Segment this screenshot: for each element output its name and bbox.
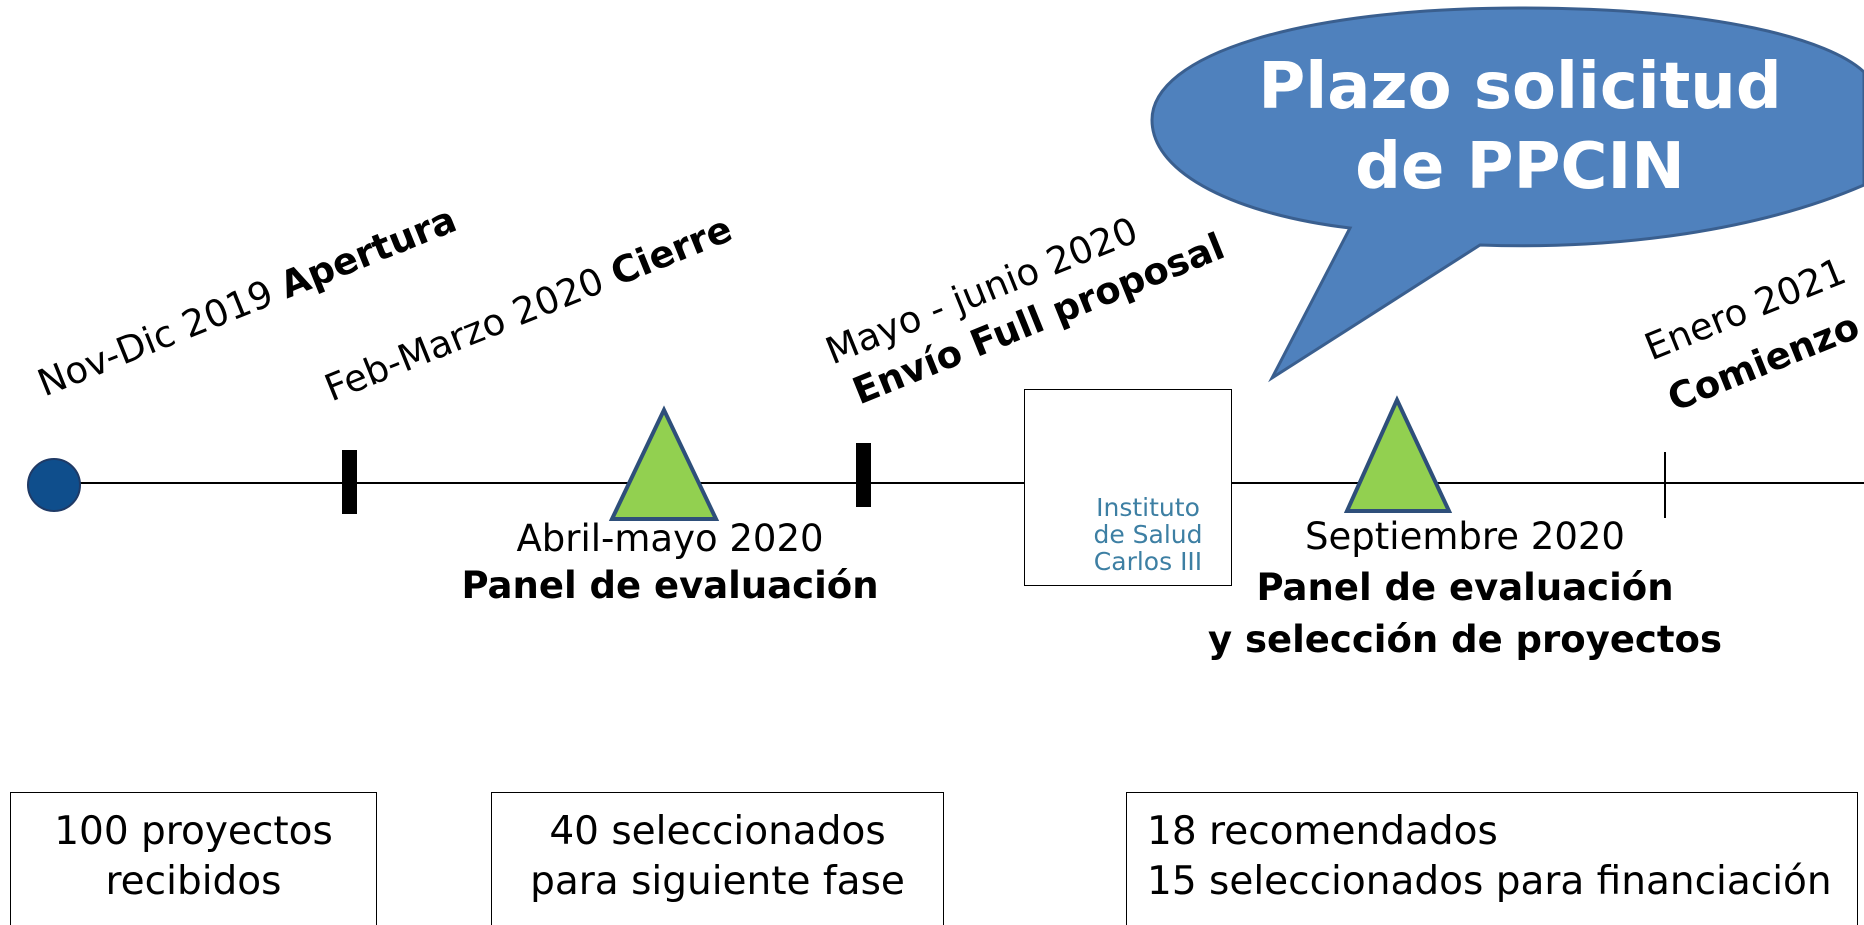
- callout-text: Plazo solicitud de PPCIN: [1245, 47, 1795, 207]
- panel-1-date: Abril-mayo 2020: [516, 517, 824, 560]
- panel-2-title-line1: Panel de evaluación: [1256, 566, 1674, 610]
- panel-1-title: Panel de evaluación: [461, 564, 879, 608]
- panel-2-title-line2: y selección de proyectos: [1208, 617, 1722, 661]
- start-dot: [27, 458, 81, 512]
- panel-2-label: Septiembre 2020 Panel de evaluación y se…: [1190, 513, 1740, 663]
- triangle-panel-2: [1343, 395, 1453, 513]
- tick-cierre: [342, 450, 357, 514]
- box-selected-line2: para siguiente fase: [530, 858, 905, 904]
- panel-1-label: Abril-mayo 2020 Panel de evaluación: [445, 515, 895, 610]
- panel-2-date: Septiembre 2020: [1305, 515, 1625, 558]
- box-recommended-line2: 15 seleccionados para financiación: [1147, 858, 1832, 904]
- tick-envio: [856, 443, 871, 507]
- isciii-logo-text: Instituto de Salud Carlos III: [1093, 493, 1203, 576]
- box-recommended: 18 recomendados 15 seleccionados para fi…: [1126, 792, 1858, 925]
- box-selected-line1: 40 seleccionados: [549, 809, 886, 854]
- box-recommended-line1: 18 recomendados: [1147, 809, 1498, 854]
- triangle-panel-1: [608, 405, 720, 521]
- callout-bubble: [1150, 6, 1864, 383]
- box-selected: 40 seleccionados para siguiente fase: [491, 792, 944, 925]
- box-received-line1: 100 proyectos: [54, 809, 333, 854]
- box-received-line2: recibidos: [105, 858, 282, 904]
- callout-line1: Plazo solicitud: [1258, 50, 1782, 124]
- callout-line2: de PPCIN: [1355, 130, 1685, 204]
- box-received: 100 proyectos recibidos: [10, 792, 377, 925]
- isciii-logo: Instituto de Salud Carlos III: [1024, 389, 1232, 586]
